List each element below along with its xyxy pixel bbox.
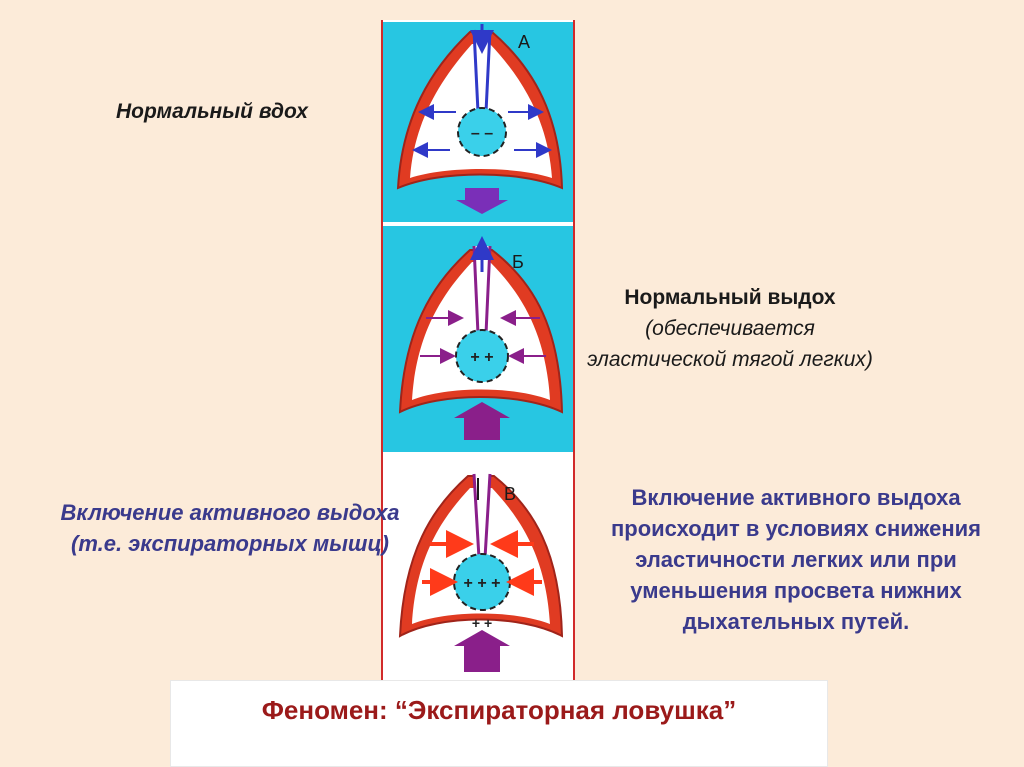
panel-c-diaphragm-sign: + + <box>472 615 492 631</box>
panel-a-diaphragm-arrow <box>456 188 508 214</box>
panel-c: + + + + + В <box>383 456 573 678</box>
phenomenon-title: Феномен: “Экспираторная ловушка” <box>261 695 737 725</box>
panel-c-diaphragm-arrow <box>454 630 510 672</box>
phenomenon-box: Феномен: “Экспираторная ловушка” <box>170 680 828 767</box>
panel-b: + + Б <box>383 226 573 452</box>
panel-a: – – А <box>383 22 573 222</box>
panel-b-pressure-sign: + + <box>470 349 493 366</box>
label-normal-exhale: Нормальный выдох (обеспечивается эластич… <box>575 282 885 375</box>
panel-b-diaphragm-arrow <box>454 402 510 440</box>
label-normal-exhale-subtitle: (обеспечивается эластической тягой легки… <box>587 317 873 371</box>
panel-b-letter: Б <box>512 252 524 272</box>
label-active-exhale-conditions: Включение активного выдоха происходит в … <box>610 485 981 634</box>
panel-a-alveolus <box>457 107 507 157</box>
panel-c-letter: В <box>504 484 516 504</box>
label-normal-exhale-title: Нормальный выдох <box>624 286 836 309</box>
panel-a-letter: А <box>518 32 530 52</box>
label-active-exhale: Включение активного выдоха (т.е. экспира… <box>60 500 400 556</box>
label-normal-inhale: Нормальный вдох <box>116 100 308 123</box>
panel-c-pressure-sign: + + + <box>464 575 501 592</box>
panel-a-pressure-sign: – – <box>471 125 493 142</box>
